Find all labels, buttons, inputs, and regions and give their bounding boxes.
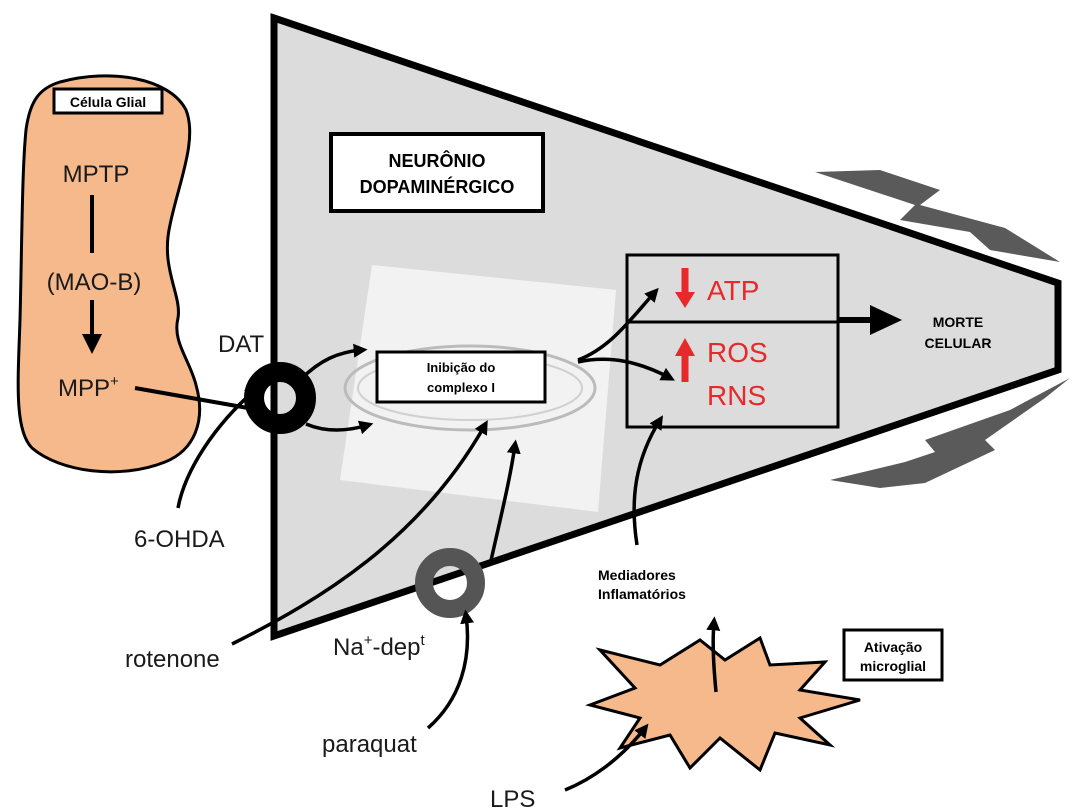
rotenone-label: rotenone <box>125 646 220 673</box>
paraquat-arrow <box>428 615 467 728</box>
death-line2: CELULAR <box>925 335 992 351</box>
complex-i-line2: complexo I <box>427 380 495 395</box>
neuron-title-line1: NEURÔNIO <box>388 150 485 171</box>
paraquat-label: paraquat <box>322 731 417 758</box>
neuron-title-box <box>331 134 543 211</box>
microglia-line2: microglial <box>860 658 926 674</box>
mpp-label: MPP+ <box>58 373 119 402</box>
mediators-line2: Inflamatórios <box>598 586 686 602</box>
mao-b-label: (MAO-B) <box>47 269 142 296</box>
complex-i-line1: Inibição do <box>427 360 496 375</box>
death-line1: MORTE <box>933 314 984 330</box>
atp-label: ATP <box>707 275 759 306</box>
ohda-label: 6-OHDA <box>134 526 225 553</box>
glial-cell-label: Célula Glial <box>70 94 146 110</box>
na-dep-label: Na+-dept <box>333 632 426 661</box>
rns-label: RNS <box>707 380 766 411</box>
neuron-title-line2: DOPAMINÉRGICO <box>360 176 515 197</box>
microglia-line1: Ativação <box>864 639 922 655</box>
mptp-label: MPTP <box>63 161 130 188</box>
dat-label: DAT <box>218 331 265 358</box>
na-dependent-transporter-icon <box>424 557 476 609</box>
lps-label: LPS <box>490 786 535 809</box>
mediators-line1: Mediadores <box>598 567 676 583</box>
microglia-activation-icon <box>590 638 860 770</box>
ros-label: ROS <box>707 337 768 368</box>
